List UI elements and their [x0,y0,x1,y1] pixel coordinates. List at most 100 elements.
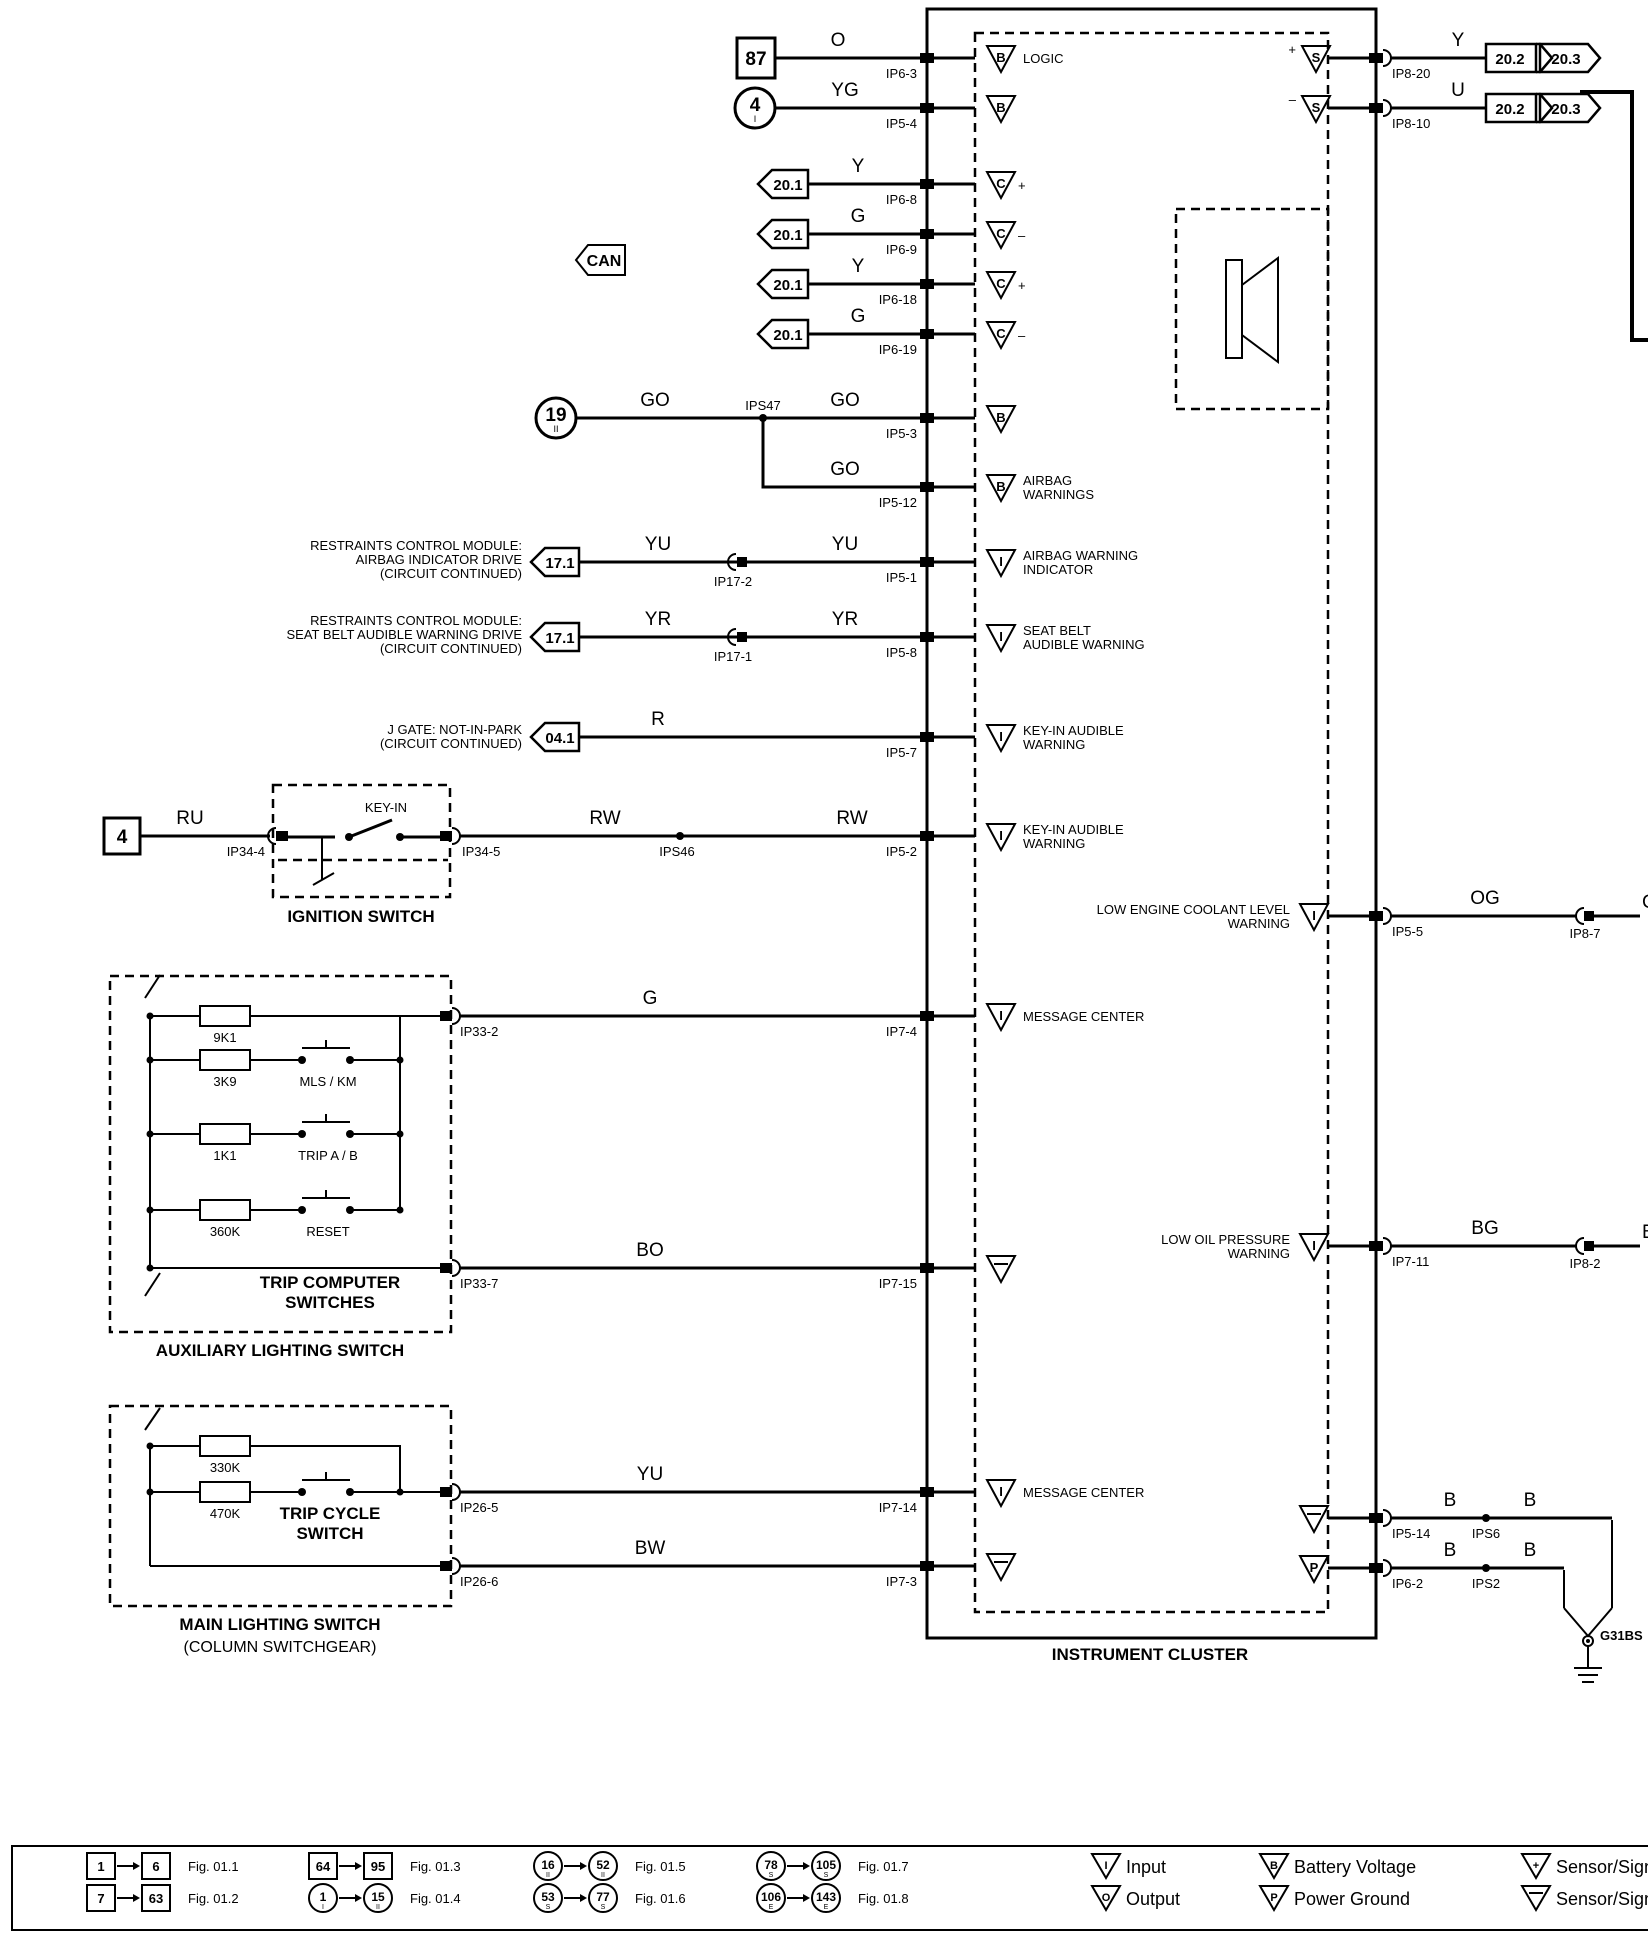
source-circle-text: 4 [750,95,761,116]
legend-fig-label: Fig. 01.4 [410,1891,461,1906]
signal-symbol-letter: I [999,629,1003,644]
svg-text:B: B [1270,1860,1278,1872]
pin-label: IP5-12 [879,495,917,510]
splice-dot [1482,1564,1490,1572]
continued-wire: C [1642,892,1648,913]
wire-color-2: YU [832,534,858,555]
signal-symbol-triangle [985,271,1017,301]
connector-label: IP26-5 [460,1500,498,1515]
signal-symbol: I [985,724,1017,754]
pin-label: IP5-2 [886,844,917,859]
legend-fig-label: Fig. 01.7 [858,1859,909,1874]
speaker-icon [1225,256,1279,364]
legend-fig-label: Fig. 01.2 [188,1891,239,1906]
svg-text:P: P [1270,1892,1277,1904]
signal-symbol-letter: I [999,729,1003,744]
signal-symbol-triangle [985,45,1017,75]
wire-color: YG [831,80,858,101]
svg-text:I: I [1104,1860,1107,1872]
connection-c3: IP6-8C+20.1Y [756,156,1026,207]
wire-color: U [1451,80,1465,101]
ignition-switch: IGNITION SWITCH KEY-IN [271,783,452,926]
ignition-switch-title: IGNITION SWITCH [287,907,434,926]
ref-module-text: 17.1 [545,555,574,572]
signal-symbol-triangle [985,405,1017,435]
connector-block [737,632,747,642]
connector-label: IP26-6 [460,1574,498,1589]
signal-symbol-letter: B [996,100,1005,115]
main-lighting-title: MAIN LIGHTING SWITCH [179,1615,380,1634]
signal-symbol-letter: I [999,1008,1003,1023]
wire-color: B [1444,1490,1457,1511]
splice-dot [1482,1514,1490,1522]
signal-symbol-triangle [985,1255,1017,1285]
signal-symbol-triangle [985,171,1017,201]
signal-symbol-letter: S [1312,100,1321,115]
can-reference: CAN [574,244,626,276]
svg-text:S: S [601,1904,606,1911]
svg-text:143: 143 [816,1890,836,1904]
signal-symbol-triangle [985,1479,1017,1509]
connector-symbol [727,628,737,646]
signal-symbol [985,1255,1017,1285]
resistor [199,1123,251,1145]
source-box-text: 87 [745,49,766,70]
connector-block [1584,1241,1594,1251]
svg-text:64: 64 [316,1859,331,1874]
signal-symbol-triangle [1298,1505,1330,1535]
ref-box-1 [1484,42,1538,74]
signal-symbol: I [985,823,1017,853]
source-circle-sub: II [553,424,558,434]
connector-symbol [727,553,737,571]
connector-block [440,1263,452,1273]
ref-text-2: 20.3 [1551,51,1580,68]
svg-text:6: 6 [152,1859,159,1874]
pin-label: IP6-3 [886,66,917,81]
svg-text:II: II [376,1904,380,1911]
svg-text:7: 7 [97,1891,104,1906]
wire-color: OG [1470,888,1500,909]
legend-fig-label: Fig. 01.6 [635,1891,686,1906]
signal-symbol-triangle [1298,1555,1330,1585]
source-box-4 [102,816,142,856]
pin-label: IP6-9 [886,242,917,257]
signal-symbol-triangle [985,1003,1017,1033]
signal-sign: + [1018,278,1026,293]
module-description: RESTRAINTS CONTROL MODULE:SEAT BELT AUDI… [286,613,522,656]
legend-symbol-0: I Input [1090,1853,1166,1880]
signal-sign: – [1018,328,1026,343]
svg-text:O: O [1102,1892,1111,1904]
trip-cycle-title: TRIP CYCLE [280,1504,381,1523]
can-label: CAN [587,253,622,270]
connector-block [440,1487,452,1497]
button-label: TRIP A / B [298,1148,358,1163]
signal-symbol: I [1298,903,1330,933]
wire-color-2: YR [832,609,858,630]
legend-symbol-label: Sensor/Sign [1556,1889,1648,1909]
signal-symbol-letter: I [999,554,1003,569]
pin-socket [1382,1509,1392,1527]
ref-module: 17.1 [529,546,581,578]
legend-symbol-label: Input [1126,1857,1166,1877]
pin-socket [1382,907,1392,925]
connector-block [737,557,747,567]
wire-color: Y [852,256,865,277]
trip-computer-title: TRIP COMPUTER [260,1273,400,1292]
module-description: RESTRAINTS CONTROL MODULE:AIRBAG INDICAT… [310,538,522,581]
ref-20-1: 20.1 [756,318,810,350]
svg-text:105: 105 [816,1858,836,1872]
legend-symbol-label: Output [1126,1889,1180,1909]
signal-symbol-triangle [985,474,1017,504]
wire-color: G [851,206,866,227]
signal-symbol: S [1300,95,1332,125]
